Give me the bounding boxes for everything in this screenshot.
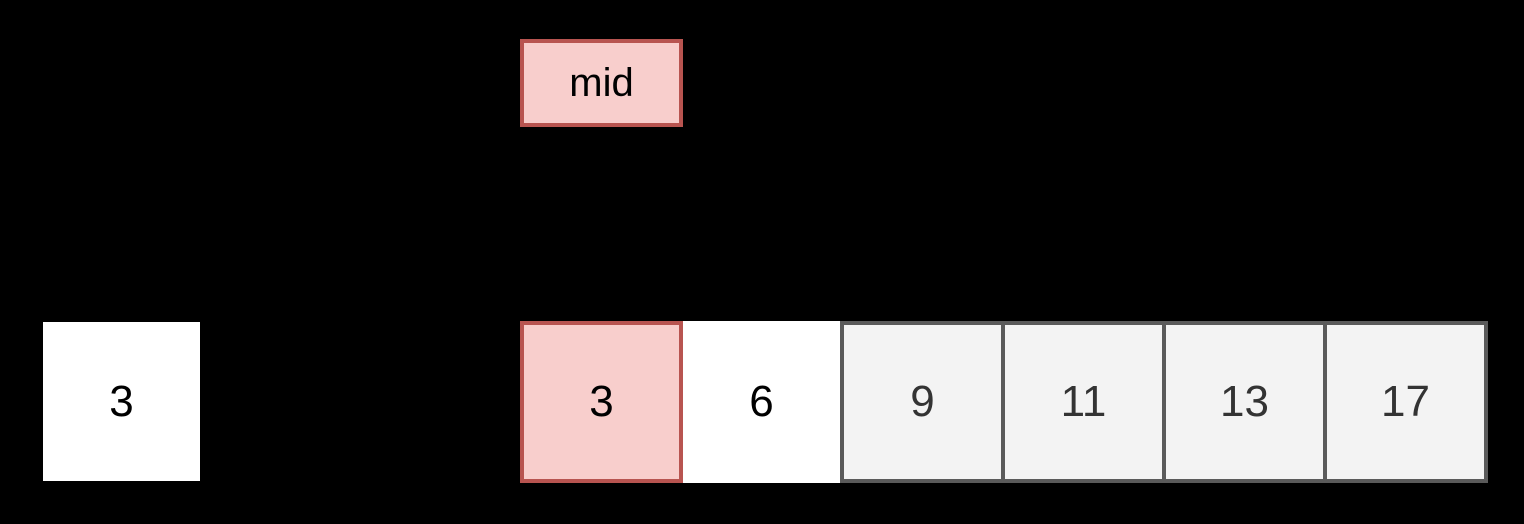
- array-cell-1: 6: [683, 321, 840, 483]
- array-cell-2: 9: [844, 325, 1001, 479]
- lone-array-cell: 3: [43, 322, 200, 481]
- array-cell-4: 13: [1162, 325, 1323, 479]
- mid-pointer-label: mid: [520, 39, 683, 127]
- array-row: 3 6 9 11 13 17: [520, 321, 1488, 483]
- array-cell-0: 3: [520, 321, 683, 483]
- array-muted-group: 9 11 13 17: [840, 321, 1488, 483]
- array-cell-3: 11: [1001, 325, 1162, 479]
- array-cell-5: 17: [1323, 325, 1484, 479]
